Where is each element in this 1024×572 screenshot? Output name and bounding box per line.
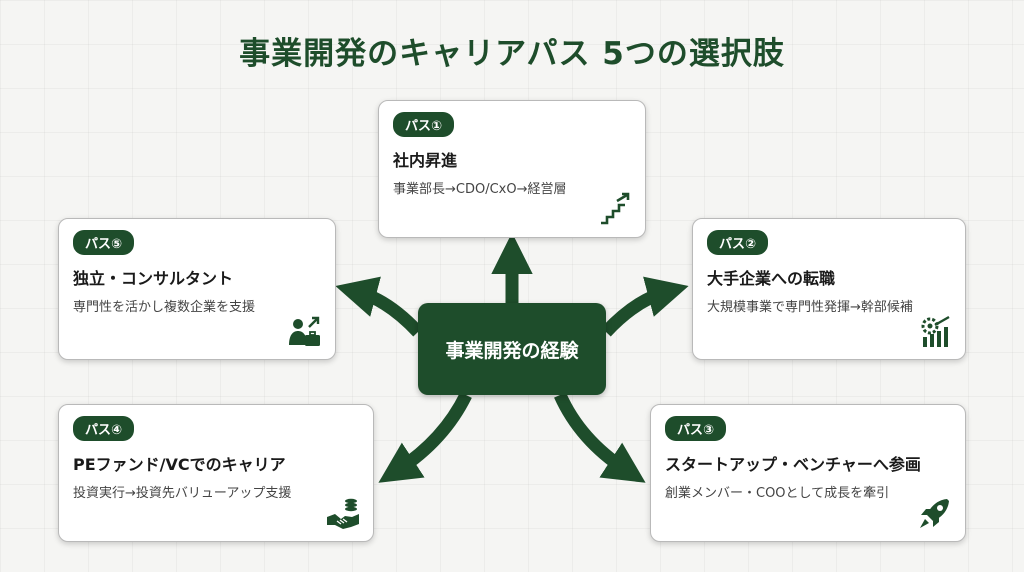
path-title: 独立・コンサルタント [73,269,234,288]
path-badge: パス⑤ [73,230,135,255]
path-card-4: パス④ PEファンド/VCでのキャリア 投資実行→投資先バリューアップ支援 [58,404,374,542]
path-title: スタートアップ・ベンチャーへ参画 [665,455,921,474]
rocket-icon [920,499,949,528]
path-badge: パス④ [73,416,135,441]
handshake-coins-icon [327,498,359,529]
path-desc: 専門性を活かし複数企業を支援 [73,300,256,315]
arrow-to-path-2 [601,276,689,337]
path-desc: 投資実行→投資先バリューアップ支援 [73,486,292,501]
arrow-to-path-4 [378,392,472,483]
stairs-icon [601,192,630,225]
diagram-title: 事業開発のキャリアパス 5つの選択肢 [239,36,785,72]
path-badge: パス③ [665,416,727,441]
path-badge: パス① [393,112,455,137]
path-desc: 大規模事業で専門性発揮→幹部候補 [707,300,913,315]
path-desc: 事業部長→CDO/CxO→経営層 [393,182,567,197]
path-title: 大手企業への転職 [707,269,836,288]
path-card-3: パス③ スタートアップ・ベンチャーへ参画 創業メンバー・COOとして成長を牽引 [650,404,966,542]
path-title: 社内昇進 [393,151,458,170]
center-node: 事業開発の経験 [418,303,606,395]
consultant-icon [289,316,320,346]
path-title: PEファンド/VCでのキャリア [73,455,286,474]
path-desc: 創業メンバー・COOとして成長を牽引 [665,486,890,501]
arrow-to-path-5 [335,276,423,337]
gear-chart-icon [921,315,950,347]
path-badge: パス② [707,230,769,255]
path-card-1: パス① 社内昇進 事業部長→CDO/CxO→経営層 [378,100,646,238]
path-card-5: パス⑤ 独立・コンサルタント 専門性を活かし複数企業を支援 [58,218,336,360]
path-card-2: パス② 大手企業への転職 大規模事業で専門性発揮→幹部候補 [692,218,966,360]
arrow-to-path-3 [554,392,646,483]
